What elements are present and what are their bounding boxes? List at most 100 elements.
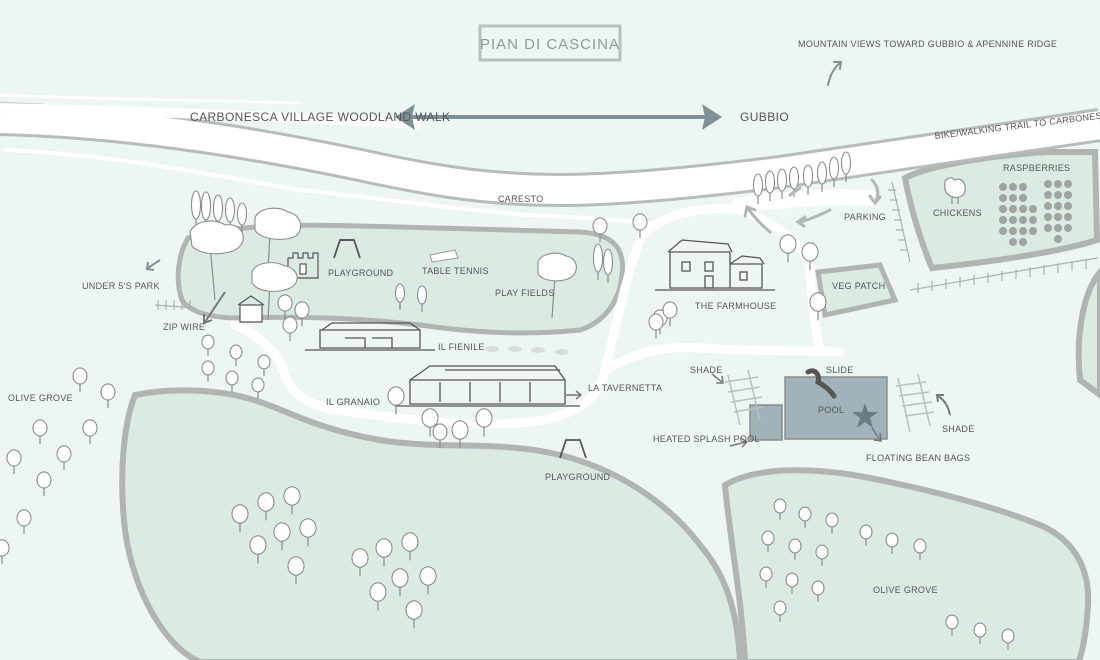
label-playground-bottom: PLAYGROUND — [545, 472, 611, 482]
internal-path-4 — [735, 205, 825, 355]
tree-icon — [945, 614, 959, 636]
arrow-icon — [565, 390, 583, 400]
main-road — [0, 102, 1100, 208]
chicken-icon — [944, 177, 966, 204]
tree-icon — [16, 509, 32, 535]
road-upper-track — [0, 103, 421, 129]
tree-icon — [201, 360, 215, 382]
tree-icon — [662, 301, 678, 327]
internal-path-1 — [230, 320, 610, 429]
tree-icon — [201, 334, 215, 356]
label-il-fienile: IL FIENILE — [438, 342, 485, 352]
swing-icon-top — [333, 239, 361, 259]
cypress-tree-icon — [592, 243, 604, 280]
tree-icon — [229, 344, 243, 366]
small-hut — [237, 295, 265, 323]
label-la-tavernetta: LA TAVERNETTA — [588, 383, 662, 393]
label-floating-bean-bags: FLOATING BEAN BAGS — [866, 453, 970, 463]
tree-icon — [82, 419, 98, 445]
tree-icon — [391, 568, 409, 597]
shade-left-structure — [724, 369, 765, 426]
tree-icon — [761, 530, 775, 552]
tree-icon — [283, 486, 301, 515]
play-castle — [287, 252, 319, 279]
table-tennis-icon — [429, 249, 459, 263]
building-il-fienile — [305, 322, 435, 351]
tree-icon — [401, 532, 419, 561]
swing-icon-bottom — [559, 439, 587, 459]
star-fish-icon — [852, 403, 878, 428]
label-caresto: CARESTO — [498, 194, 543, 204]
arrow-icon — [729, 437, 749, 448]
tree-icon — [798, 506, 812, 528]
tree-icon — [277, 294, 293, 320]
tree-icon — [809, 292, 827, 321]
tree-icon — [225, 370, 239, 392]
cypress-tree-icon — [828, 156, 840, 187]
shade-right-structure — [895, 373, 935, 433]
field-lower-right — [721, 467, 1092, 660]
arrow-icon — [145, 259, 161, 271]
label-the-farmhouse: THE FARMHOUSE — [695, 301, 776, 311]
label-gubbio: GUBBIO — [740, 110, 789, 124]
tree-icon — [369, 582, 387, 611]
map-title: PIAN DI CASCINA — [480, 36, 620, 53]
internal-path-2 — [600, 204, 745, 375]
label-chickens: CHICKENS — [933, 208, 982, 218]
tree-icon — [537, 252, 577, 319]
tree-icon — [779, 234, 797, 263]
label-table-tennis: TABLE TENNIS — [422, 266, 489, 276]
tree-icon — [419, 566, 437, 595]
arrow-icon — [935, 394, 951, 416]
raspberry-bushes — [999, 180, 1072, 246]
tree-icon — [257, 492, 275, 521]
cypress-tree-icon — [212, 194, 224, 229]
cypress-tree-icon — [840, 151, 852, 182]
label-woodland-walk: CARBONESCA VILLAGE WOODLAND WALK — [190, 110, 450, 124]
tree-icon — [885, 532, 899, 554]
tree-icon — [249, 535, 267, 564]
tree-icon — [648, 313, 664, 339]
trees — [0, 151, 1015, 650]
label-shade-left: SHADE — [690, 365, 723, 375]
lane-ridge — [0, 93, 302, 105]
cypress-tree-icon — [776, 168, 788, 199]
tree-icon — [973, 622, 987, 644]
label-mountain-views: MOUNTAIN VIEWS TOWARD GUBBIO & APENNINE … — [798, 39, 1057, 49]
tree-icon — [785, 572, 799, 594]
label-raspberries: RASPBERRIES — [1003, 163, 1070, 173]
heated-splash-pool — [749, 404, 783, 441]
cypress-tree-icon — [764, 170, 776, 201]
tree-icon — [1001, 628, 1015, 650]
paths — [0, 93, 878, 429]
parking-area — [732, 189, 878, 213]
canopy-trees — [189, 207, 577, 321]
tree-icon — [451, 420, 469, 449]
label-under5-park: UNDER 5'S PARK — [82, 281, 160, 291]
buildings — [237, 239, 775, 407]
arrow-icon — [203, 291, 226, 325]
double-arrow-icon — [395, 104, 722, 130]
tree-icon — [405, 600, 423, 629]
label-pool: POOL — [818, 405, 844, 415]
label-il-granaio: IL GRANAIO — [326, 397, 380, 407]
tree-icon — [421, 408, 439, 437]
tree-icon — [251, 377, 265, 399]
tree-icon — [251, 262, 298, 321]
tree-icon — [859, 524, 873, 546]
label-zip-wire: ZIP WIRE — [163, 322, 205, 332]
cypress-tree-icon — [816, 161, 828, 192]
tree-icon — [811, 580, 825, 602]
tree-icon — [231, 504, 249, 533]
building-il-granaio — [395, 365, 580, 407]
tree-icon — [387, 386, 405, 415]
tree-icon — [825, 512, 839, 534]
label-slide: SLIDE — [826, 365, 854, 375]
label-veg-patch: VEG PATCH — [832, 281, 885, 291]
tree-icon — [351, 548, 369, 577]
tree-icon — [592, 217, 608, 243]
tree-icon — [773, 600, 787, 622]
building-the-farmhouse — [655, 239, 775, 291]
tree-icon — [273, 522, 291, 551]
